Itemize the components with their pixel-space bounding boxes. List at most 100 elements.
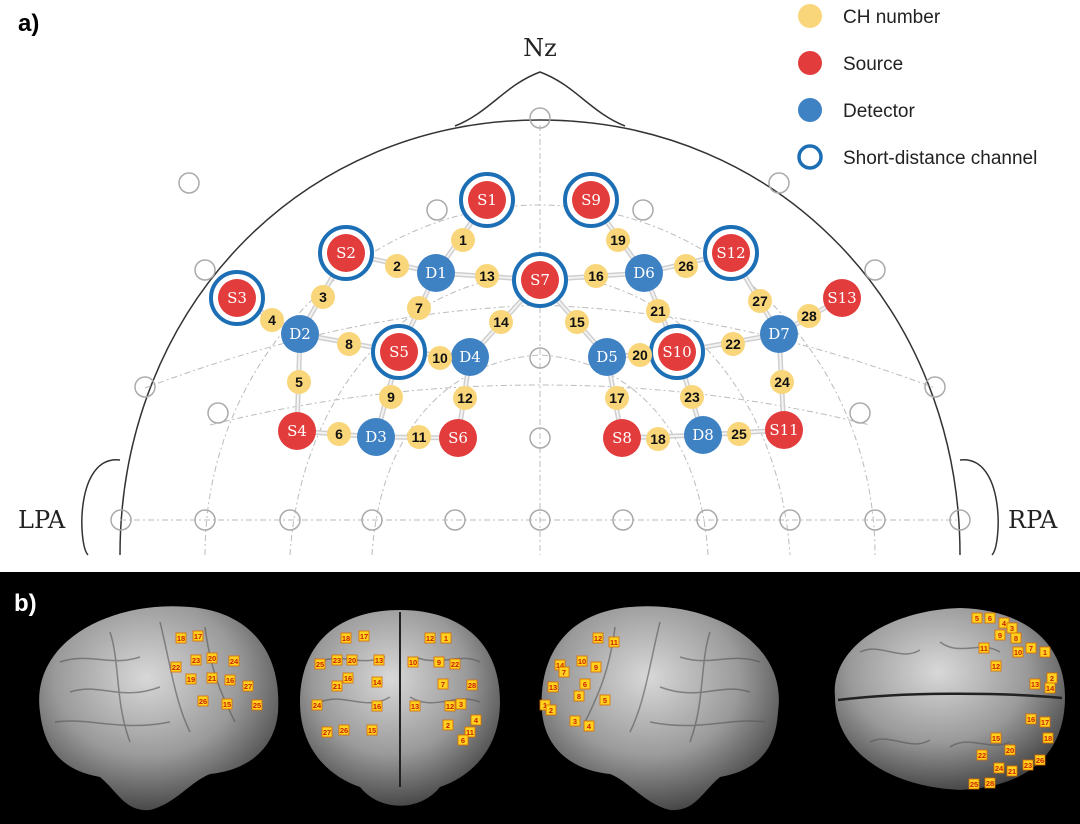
brain-channel-marker: 10 — [576, 655, 588, 667]
channel-1: 1 — [451, 228, 475, 252]
brain-channel-number: 8 — [577, 692, 581, 701]
brain-channel-number: 2 — [549, 706, 553, 715]
landmark-lpa: LPA — [18, 506, 66, 534]
landmark-rpa: RPA — [1008, 506, 1058, 534]
source-marker — [468, 181, 506, 219]
channel-number: 18 — [650, 431, 666, 447]
source-marker — [218, 279, 256, 317]
source-marker — [765, 411, 803, 449]
brain-channel-number: 10 — [578, 657, 586, 666]
brain-channel-marker: 2 — [442, 719, 454, 731]
reference-position-circle — [696, 509, 718, 531]
brain-channel-marker: 9 — [994, 629, 1006, 641]
brain-channel-number: 17 — [194, 632, 202, 641]
brain-channel-marker: 11 — [608, 636, 620, 648]
source-marker — [439, 419, 477, 457]
brain-channel-number: 20 — [348, 656, 356, 665]
brain-channel-number: 24 — [995, 764, 1004, 773]
reference-position-circle — [134, 376, 156, 398]
channel-marker — [428, 346, 452, 370]
brain-channel-number: 16 — [226, 676, 234, 685]
brain-channel-marker: 24 — [228, 655, 240, 667]
brain-channel-number: 26 — [340, 726, 348, 735]
detector-marker — [588, 338, 626, 376]
brain-channel-marker: 16 — [342, 672, 354, 684]
channel-19: 19 — [606, 228, 630, 252]
optode-s10: S10 — [649, 324, 705, 380]
reference-position-circle — [849, 402, 871, 424]
detector-marker — [760, 315, 798, 353]
brain-channel-marker: 4 — [583, 720, 595, 732]
source-marker — [278, 412, 316, 450]
legend-short-label: Short-distance channel — [843, 148, 1037, 169]
brain-channel-number: 10 — [409, 658, 417, 667]
channel-number: 27 — [752, 293, 768, 309]
brain-channel-marker: 17 — [358, 630, 370, 642]
source-marker — [603, 419, 641, 457]
channel-number: 11 — [412, 429, 427, 445]
reference-position-circle — [529, 347, 551, 369]
brain-channel-number: 18 — [1044, 734, 1052, 743]
brain-channel-marker: 3 — [455, 698, 467, 710]
reference-position-circle — [361, 509, 383, 531]
brain-channel-marker: 3 — [1006, 622, 1018, 634]
optode-label: S13 — [827, 289, 856, 307]
brain-channel-marker: 2 — [1046, 672, 1058, 684]
brain-channel-number: 11 — [980, 644, 988, 653]
brain-channel-marker: 21 — [1006, 765, 1018, 777]
brain-channel-marker: 11 — [978, 642, 990, 654]
channel-7: 7 — [407, 296, 431, 320]
brain-channel-marker: 25 — [251, 699, 263, 711]
brain-channel-marker: 22 — [170, 661, 182, 673]
brain-channel-number: 26 — [199, 697, 207, 706]
channel-number: 12 — [457, 390, 473, 406]
brain-channel-marker: 5 — [971, 612, 983, 624]
legend: CH number Source Detector Short-distance… — [797, 4, 1037, 170]
reference-position-circle — [632, 199, 654, 221]
channel-marker — [565, 310, 589, 334]
reference-position-circle — [779, 509, 801, 531]
brain-channel-number: 3 — [1010, 624, 1014, 633]
panel-b-label: b) — [14, 590, 37, 617]
brain-channel-number: 22 — [451, 660, 459, 669]
reference-position-circle — [110, 509, 132, 531]
brain-channel-number: 9 — [437, 658, 441, 667]
source-marker — [712, 234, 750, 272]
brain-channel-number: 21 — [208, 674, 216, 683]
brain-channel-marker: 15 — [221, 698, 233, 710]
channel-number: 15 — [569, 314, 585, 330]
channel-marker — [628, 343, 652, 367]
optode-label: S10 — [662, 343, 691, 361]
channel-number: 7 — [415, 300, 423, 316]
reference-position-circle — [194, 259, 216, 281]
optode-label: D1 — [425, 264, 447, 282]
detector-marker — [451, 338, 489, 376]
brain-channel-number: 14 — [556, 661, 565, 670]
brain-channel-number: 1 — [1043, 648, 1047, 657]
brain-channel-number: 8 — [1014, 634, 1018, 643]
brain-channel-number: 4 — [474, 716, 479, 725]
channel-marker — [489, 310, 513, 334]
legend-ch-label: CH number — [843, 7, 941, 28]
brain-channel-marker: 20 — [1004, 744, 1016, 756]
brain-channel-number: 28 — [986, 779, 994, 788]
brain-channel-marker: 13 — [1029, 678, 1041, 690]
right-ear-outline — [959, 459, 999, 556]
panel-a-label: a) — [18, 10, 40, 37]
brain-channel-marker: 20 — [346, 654, 358, 666]
optode-s4: S4 — [278, 412, 316, 450]
reference-position-circle — [612, 509, 634, 531]
detector-marker — [625, 254, 663, 292]
channel-2: 2 — [385, 254, 409, 278]
channel-18: 18 — [646, 427, 670, 451]
optode-s13: S13 — [823, 279, 861, 317]
brain-channel-number: 7 — [562, 668, 566, 677]
channel-number: 13 — [479, 268, 495, 284]
landmark-nz: Nz — [523, 34, 557, 62]
